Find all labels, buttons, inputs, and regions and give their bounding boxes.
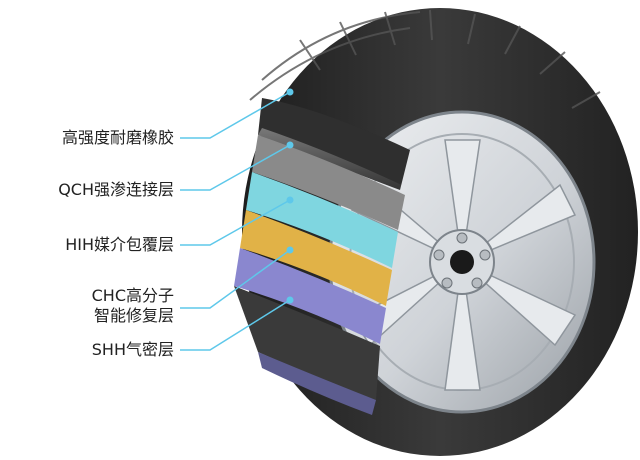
label-qch: QCH强渗连接层: [58, 180, 174, 200]
hub-center: [450, 250, 474, 274]
leader-lines: [180, 91, 291, 351]
label-rubber-text: 高强度耐磨橡胶: [61, 128, 174, 147]
leader-dot-hih: [286, 196, 294, 204]
layer-stack: [234, 98, 410, 415]
leader-chc: [180, 249, 291, 309]
label-chc: CHC高分子 智能修复层: [92, 286, 174, 326]
leader-hih: [180, 199, 291, 246]
leader-qch: [180, 144, 291, 191]
layer-1-shape: [252, 135, 405, 230]
layer-5-shape: [234, 286, 380, 400]
label-qch-text: QCH强渗连接层: [58, 180, 174, 199]
tire-tread: [249, 9, 601, 109]
layer-2-shape: [246, 172, 398, 268]
label-shh-text: SHH气密层: [91, 340, 174, 359]
layer-3-shape: [240, 210, 392, 306]
label-chc-text-1: CHC高分子: [91, 286, 174, 305]
lug-nuts: [433, 232, 491, 289]
leader-dot-chc: [286, 246, 294, 254]
leader-rubber: [180, 91, 291, 139]
label-hih-text: HIH媒介包覆层: [65, 235, 174, 254]
label-hih: HIH媒介包覆层: [65, 235, 174, 255]
label-rubber: 高强度耐磨橡胶: [62, 128, 174, 148]
leader-dot-qch: [286, 141, 294, 149]
layer-rubber-shape: [258, 98, 410, 190]
layer-4-shape: [234, 248, 386, 344]
leader-dots: [286, 88, 294, 304]
leader-dot-rubber: [286, 88, 294, 96]
label-shh: SHH气密层: [92, 340, 174, 360]
leader-dot-shh: [286, 296, 294, 304]
label-chc-text-2: 智能修复层: [93, 306, 174, 325]
leader-shh: [180, 299, 291, 351]
